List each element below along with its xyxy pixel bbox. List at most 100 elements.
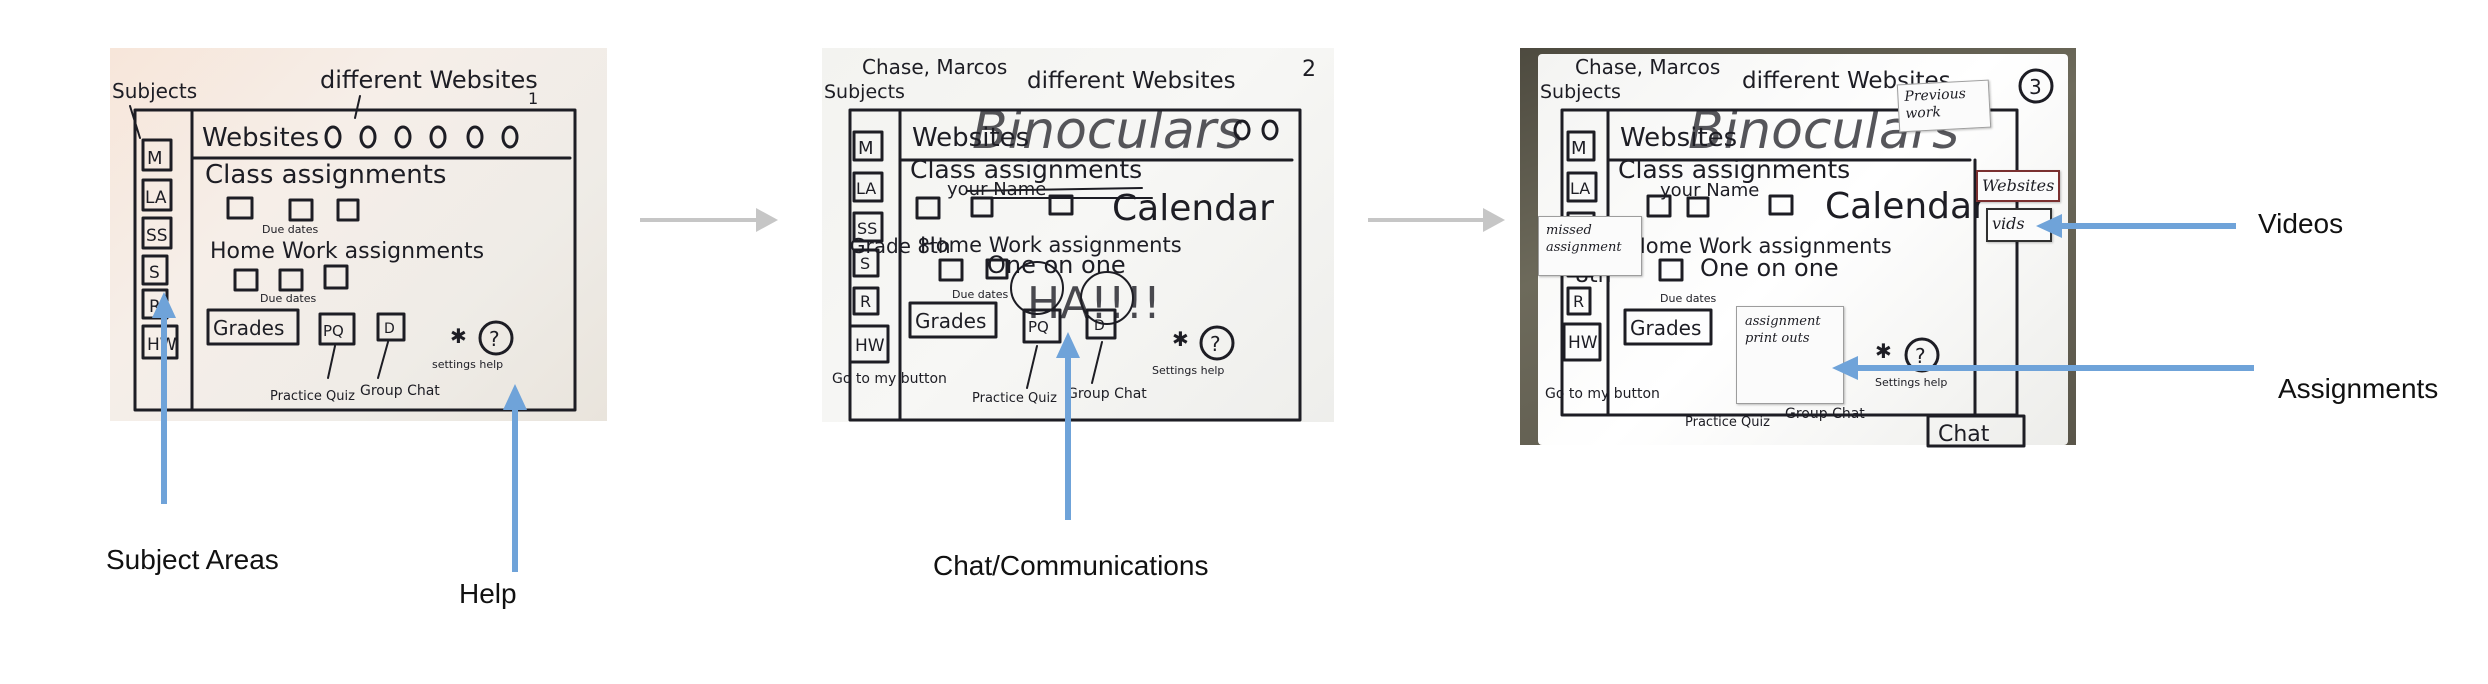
page-number: 3 [2029,75,2042,99]
calendar-note: Calendar [1825,186,1987,227]
videos-tab-note[interactable]: vids [1986,208,2052,242]
websites-tab-label: Websites [1982,176,2055,195]
sketch-3-drawing: M LA SS S R HW Chase, Marcos Subjects di… [1540,55,2054,448]
sketch-2-drawing: M LA SS S R HW Chase, Marcos Subjects di… [824,55,1316,422]
subject-areas-arrow [152,292,176,504]
videos-arrow [2036,214,2236,238]
settings-icon: ✱ [1875,339,1892,363]
missed-assignment-note: missed assignment [1538,216,1642,276]
settings-help-note: Settings help [1875,376,1947,389]
homework-assignments: Home Work assignments [210,239,484,264]
websites-label: Websites [912,123,1029,153]
class-assignment-boxes [226,196,360,222]
subject-areas-label: Subject Areas [106,544,279,575]
help-button[interactable] [478,320,514,356]
pq-pointer [327,345,336,379]
pq-label: PQ [1028,318,1049,336]
settings-icon: ✱ [450,324,467,348]
subjects-label: Subjects [112,79,197,103]
class-assignments: Class assignments [910,155,1142,184]
websites-tab-note[interactable]: Websites [1976,170,2060,202]
one-on-one-note: One on one [1700,254,1839,282]
help-icon: ? [1210,332,1221,356]
binoculars-note: Binoculars [972,101,1243,161]
chat-pointer [377,341,389,379]
help-arrow [503,384,527,572]
sketch-1-drawing: M LA SS S R HW Subjects different Websit… [112,66,577,412]
videos-tab-label: vids [1992,214,2025,233]
your-name-note: your Name [1660,180,1759,201]
sketch-3-photo: M LA SS S R HW Chase, Marcos Subjects di… [1520,48,2076,448]
bubble-circle [1010,261,1064,315]
websites-label: Websites [1620,123,1737,153]
videos-label: Videos [2258,208,2344,239]
help-label: Help [459,578,517,609]
calendar-note: Calendar [1112,188,1274,229]
subject-hw: HW [855,336,885,356]
grades-button-label: Grades [213,316,284,340]
grades-button-label: Grades [1630,316,1701,340]
website-ovals [324,125,519,149]
subject-r: R [1573,292,1584,311]
group-chat-note: Group Chat [1067,386,1147,402]
group-chat-button[interactable] [1085,308,1117,340]
due-dates-note: Due dates [1660,292,1717,305]
practice-quiz-button[interactable] [318,312,356,346]
missed-assignment-label: missed assignment [1546,223,1622,255]
assignments-arrow [1832,356,2254,380]
button-note: Go to my button [832,371,947,387]
app-frame [848,108,1302,422]
subject-ss: SS [146,226,168,246]
homework-assignments: Home Work assignments [920,233,1182,257]
homework-box [1658,258,1684,282]
grades-button[interactable] [1623,308,1713,346]
subject-m: M [858,138,874,159]
assignment-printouts-note: assignment print outs [1736,306,1844,404]
homework-assignments: Home Work assignments [1630,234,1892,258]
subject-m: M [1571,138,1587,159]
chat-communications-arrow [1056,332,1080,520]
class-assignments: Class assignments [205,160,446,190]
bubble-circle [1080,271,1134,325]
group-chat-button[interactable] [376,312,406,342]
sketch-2-photo: M LA SS S R HW Chase, Marcos Subjects di… [822,48,1334,422]
your-name-note: your Name [947,179,1046,200]
flow-arrow-1 [640,208,778,232]
grades-button-label: Grades [915,309,986,333]
class-assignment-boxes [1646,194,1794,218]
settings-icon: ✱ [1172,327,1189,351]
subject-hw: HW [1568,333,1598,353]
one-on-one-note: One on one [987,251,1126,279]
subject-ss: SS [857,219,877,238]
subjects-label: Subjects [1540,81,1621,103]
grades-button[interactable] [206,308,300,346]
chat-communications-label: Chat/Communications [933,550,1209,581]
grades-button[interactable] [908,301,998,339]
authors-note: Chase, Marcos [862,55,1007,79]
button-note: Go to my button [1545,386,1660,402]
flow-arrow-2 [1368,208,1505,232]
subject-la: LA [856,179,876,198]
practice-quiz-note: Practice Quiz [972,391,1057,406]
subject-la: LA [1570,179,1590,198]
subject-m: M [147,148,163,169]
subject-s: S [149,263,160,283]
chat-box-label: Chat [1938,422,1990,447]
practice-quiz-button[interactable] [1022,308,1062,344]
help-button[interactable] [1199,325,1235,361]
practice-quiz-note: Practice Quiz [1685,415,1770,430]
chat-box[interactable] [1926,414,2026,448]
assignment-printouts-label: assignment print outs [1745,314,1821,346]
scribble-lines [966,187,1153,199]
subjects-pointer [129,105,141,139]
app-frame [133,108,577,412]
due-dates-1: Due dates [262,223,319,236]
subject-s: S [860,254,870,273]
top-note: different Websites [1027,68,1236,94]
page-number: 2 [1302,57,1316,82]
settings-help-note: Settings help [1152,364,1224,377]
subjects-label: Subjects [824,81,905,103]
page-number-circle [2018,68,2054,104]
homework-boxes [233,264,349,292]
